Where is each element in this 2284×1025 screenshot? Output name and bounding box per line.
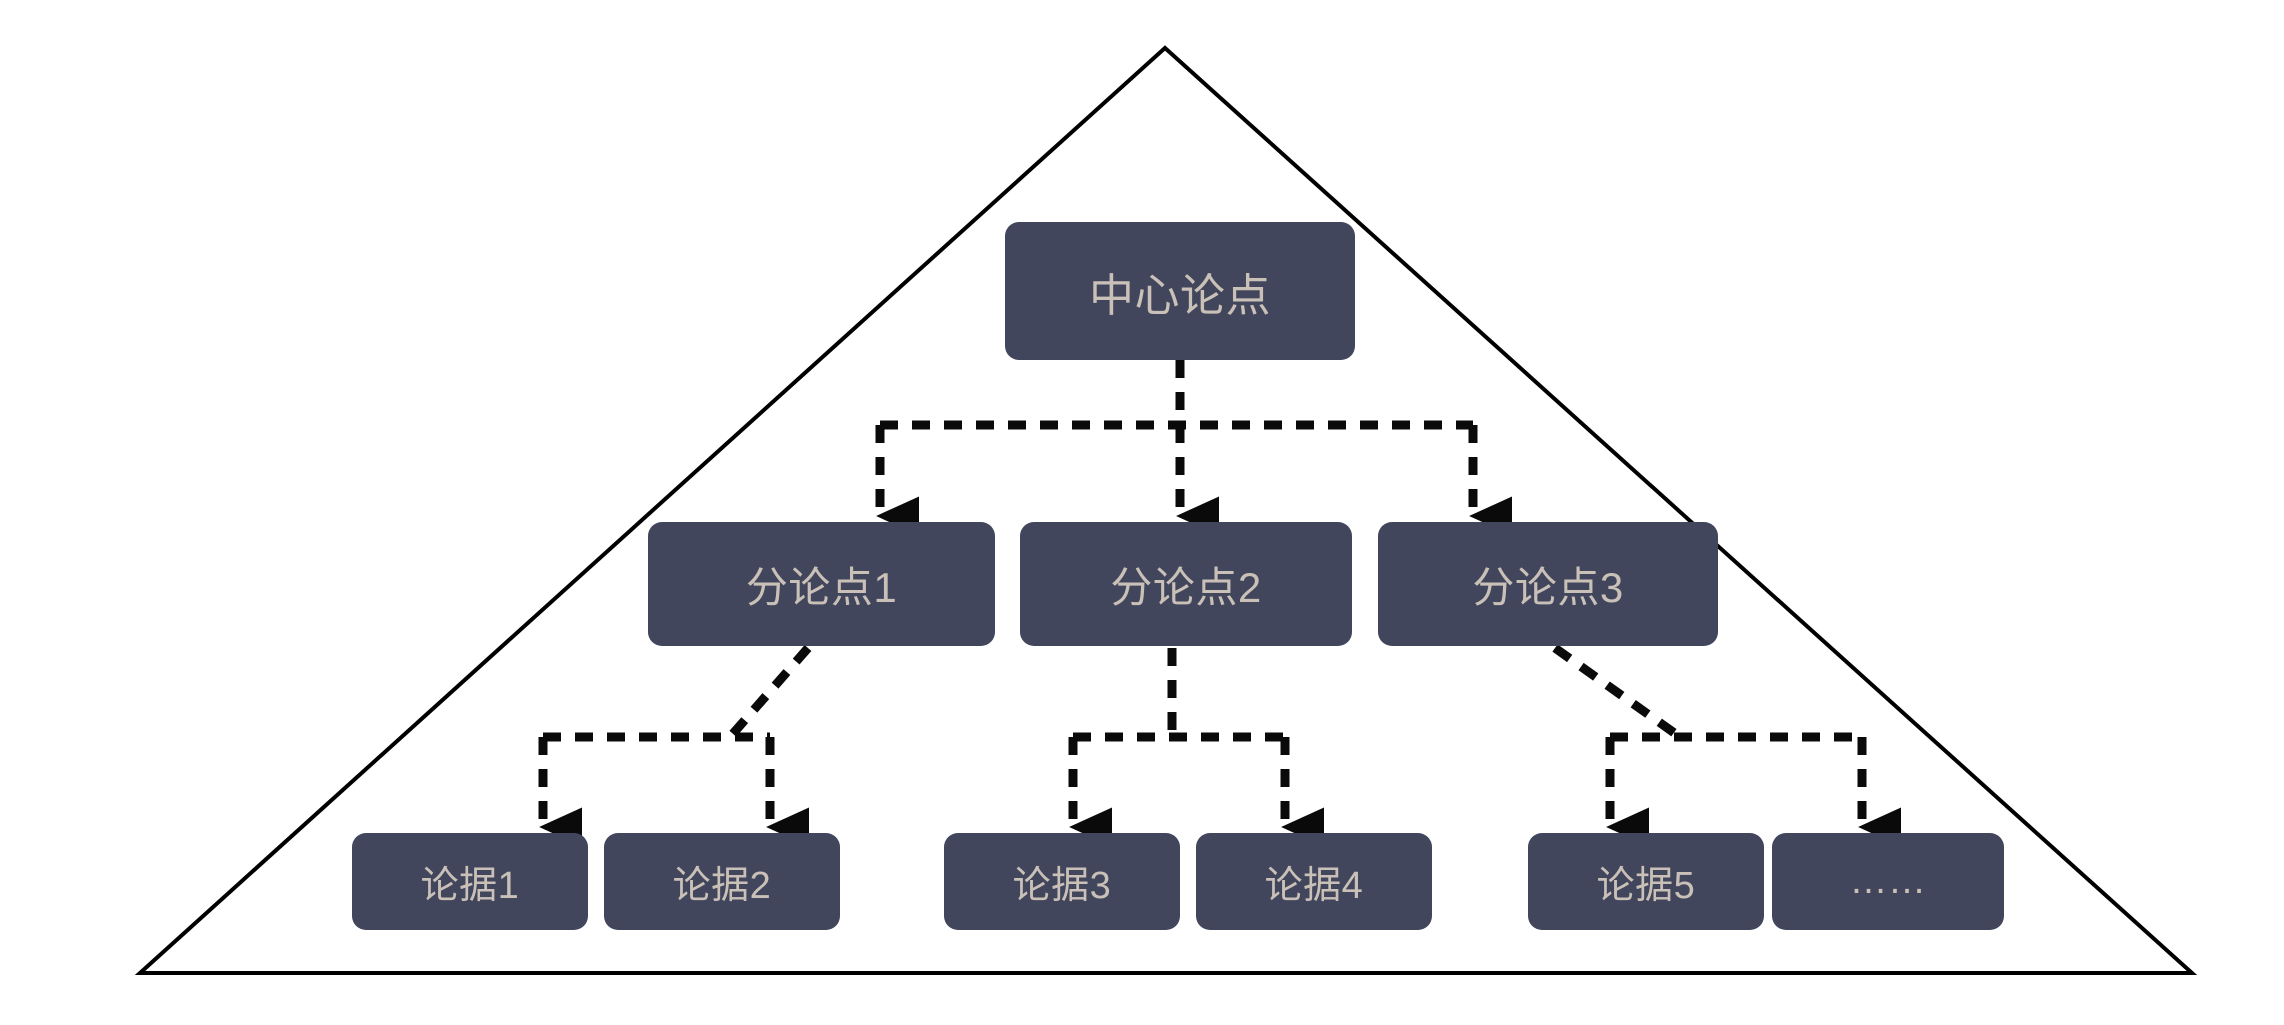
connector-layer <box>538 360 1901 847</box>
pyramid-outline <box>134 45 2198 975</box>
node-shapes-layer <box>352 222 2004 930</box>
